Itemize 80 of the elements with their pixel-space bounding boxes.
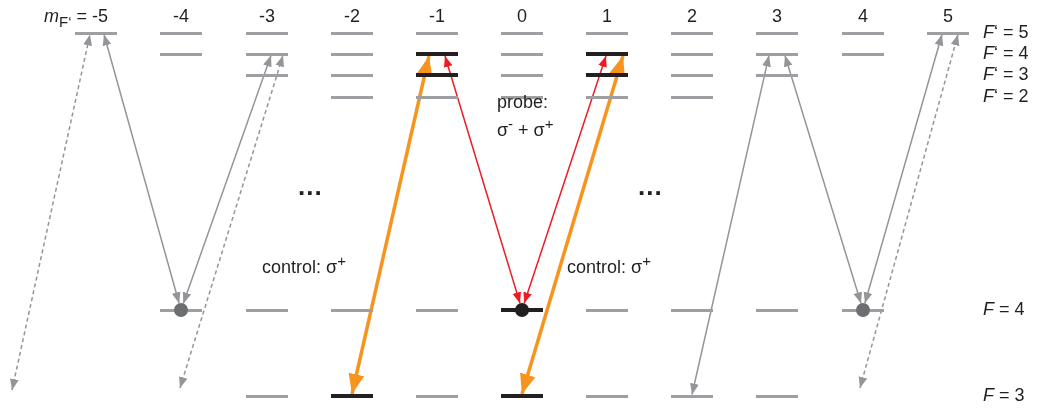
energy-level: [331, 52, 373, 56]
level-label: F = 4: [983, 299, 1025, 320]
energy-level: [246, 308, 288, 312]
quantum-number-label: -2: [343, 6, 361, 27]
quantum-number-label: 0: [516, 6, 528, 27]
energy-level: [671, 31, 713, 35]
energy-level: [160, 31, 202, 35]
transition-arrow: [858, 33, 960, 389]
energy-level: [586, 394, 628, 398]
energy-level: [416, 31, 458, 35]
energy-level: [331, 308, 373, 312]
energy-level: [501, 73, 543, 77]
energy-level: [246, 52, 288, 56]
energy-level: [246, 394, 288, 398]
energy-level: [331, 31, 373, 35]
quantum-number-label: 3: [771, 6, 783, 27]
energy-level: [671, 394, 713, 398]
energy-level: [671, 52, 713, 56]
energy-level: [756, 31, 798, 35]
energy-level: [416, 73, 458, 77]
level-label: F‘ = 2: [983, 86, 1029, 107]
transition-arrow: [102, 33, 181, 304]
energy-level: [246, 73, 288, 77]
energy-level: [586, 308, 628, 312]
atom-dot: [515, 303, 529, 317]
level-label: F‘ = 4: [983, 43, 1029, 64]
energy-level: [160, 52, 202, 56]
energy-level: [671, 73, 713, 77]
energy-level: [331, 394, 373, 398]
quantum-number-label: 5: [942, 6, 954, 27]
ellipsis: ...: [638, 176, 663, 197]
energy-level: [671, 308, 713, 312]
energy-level: [586, 52, 628, 56]
transition-arrow: [690, 54, 771, 396]
energy-level: [671, 95, 713, 99]
transition-arrow: [444, 55, 521, 305]
transition-arrow: [179, 54, 284, 389]
energy-level: [331, 73, 373, 77]
energy-level: [501, 52, 543, 56]
transition-arrow: [348, 55, 433, 395]
transition-arrow: [784, 54, 862, 305]
energy-level: [586, 73, 628, 77]
energy-level: [586, 95, 628, 99]
energy-level: [756, 73, 798, 77]
transition-arrow: [863, 33, 944, 304]
quantum-number-label: 4: [857, 6, 869, 27]
transition-arrow: [520, 55, 625, 395]
atom-dot: [856, 303, 870, 317]
energy-level: [501, 394, 543, 398]
energy-level: [842, 31, 884, 35]
transition-arrow: [523, 55, 607, 305]
quantum-number-label: -4: [172, 6, 190, 27]
energy-level: [416, 95, 458, 99]
transition-arrow: [10, 33, 92, 391]
quantum-number-label: 2: [686, 6, 698, 27]
energy-level: [501, 95, 543, 99]
energy-level: [842, 52, 884, 56]
quantum-number-label: m$_{F‘}$ = -5: [43, 6, 108, 32]
level-label: F‘ = 3: [983, 64, 1029, 85]
energy-level: [75, 31, 117, 35]
energy-level: [416, 308, 458, 312]
energy-level: [416, 52, 458, 56]
energy-level: [756, 308, 798, 312]
probe-label: probe: σ$^{-}$ + σ$^{+}$: [497, 92, 555, 141]
ellipsis: ...: [298, 176, 323, 197]
energy-level: [756, 52, 798, 56]
level-label: F‘ = 5: [983, 22, 1029, 43]
energy-level: [331, 95, 373, 99]
quantum-number-label: -1: [428, 6, 446, 27]
atom-dot: [174, 303, 188, 317]
quantum-number-label: -3: [258, 6, 276, 27]
level-label: F = 3: [983, 385, 1025, 406]
transition-arrow: [182, 54, 272, 305]
quantum-number-label: 1: [601, 6, 613, 27]
energy-level: [586, 31, 628, 35]
energy-level: [246, 31, 288, 35]
energy-level: [416, 394, 458, 398]
energy-level: [501, 31, 543, 35]
energy-level: [756, 394, 798, 398]
energy-level: [927, 31, 969, 35]
